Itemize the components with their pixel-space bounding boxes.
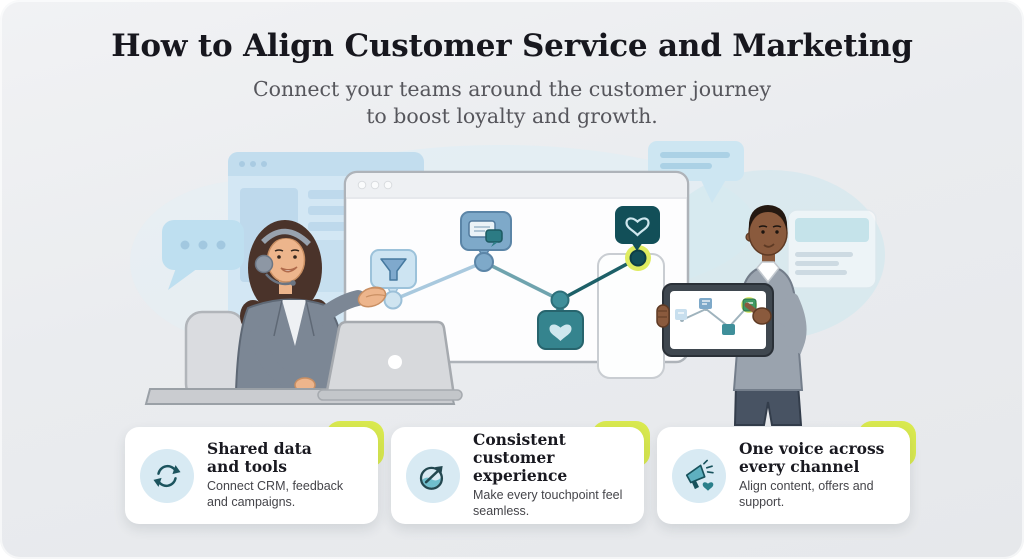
card-mockup-icon	[787, 209, 877, 289]
card-description: Make every touchpoint feel seamless.	[473, 488, 623, 518]
card-consistent-experience: Consistent customer experience Make ever…	[391, 421, 650, 524]
tablet-journey-chart-icon	[656, 283, 774, 357]
benefit-cards: Shared data and tools Connect CRM, feedb…	[125, 421, 916, 524]
agent-gesturing-hand	[312, 286, 387, 326]
card-one-voice: One voice across every channel Align con…	[657, 421, 916, 524]
illustration-scene	[0, 138, 1024, 430]
chat-bubble-dots-icon	[162, 220, 244, 290]
journey-chat-icon	[460, 211, 512, 261]
card-shared-data: Shared data and tools Connect CRM, feedb…	[125, 421, 384, 524]
card-title: Consistent customer experience	[473, 430, 568, 485]
card-description: Connect CRM, feedback and campaigns.	[207, 479, 344, 510]
card-title: Shared data and tools	[207, 439, 312, 476]
journey-loyalty-heart-icon	[615, 206, 660, 251]
sync-arrows-icon	[140, 448, 194, 503]
journey-funnel-icon	[370, 249, 417, 299]
page-title: How to Align Customer Service and Market…	[111, 28, 913, 64]
headset-icon	[254, 228, 311, 286]
card-title: One voice across every channel	[739, 439, 885, 476]
subtitle-line-1: Connect your teams around the customer j…	[252, 77, 772, 101]
megaphone-icon	[672, 448, 726, 503]
header: How to Align Customer Service and Market…	[0, 28, 1024, 131]
laptop-icon	[317, 320, 463, 401]
subtitle-line-2: to boost loyalty and growth.	[366, 104, 658, 129]
trend-up-icon	[406, 448, 460, 503]
page-subtitle: Connect your teams around the customer j…	[0, 76, 1024, 131]
journey-chart	[370, 206, 660, 350]
window-dots-icon	[357, 180, 393, 190]
card-description: Align content, offers and support.	[739, 479, 874, 510]
illustration-svg	[130, 141, 885, 426]
